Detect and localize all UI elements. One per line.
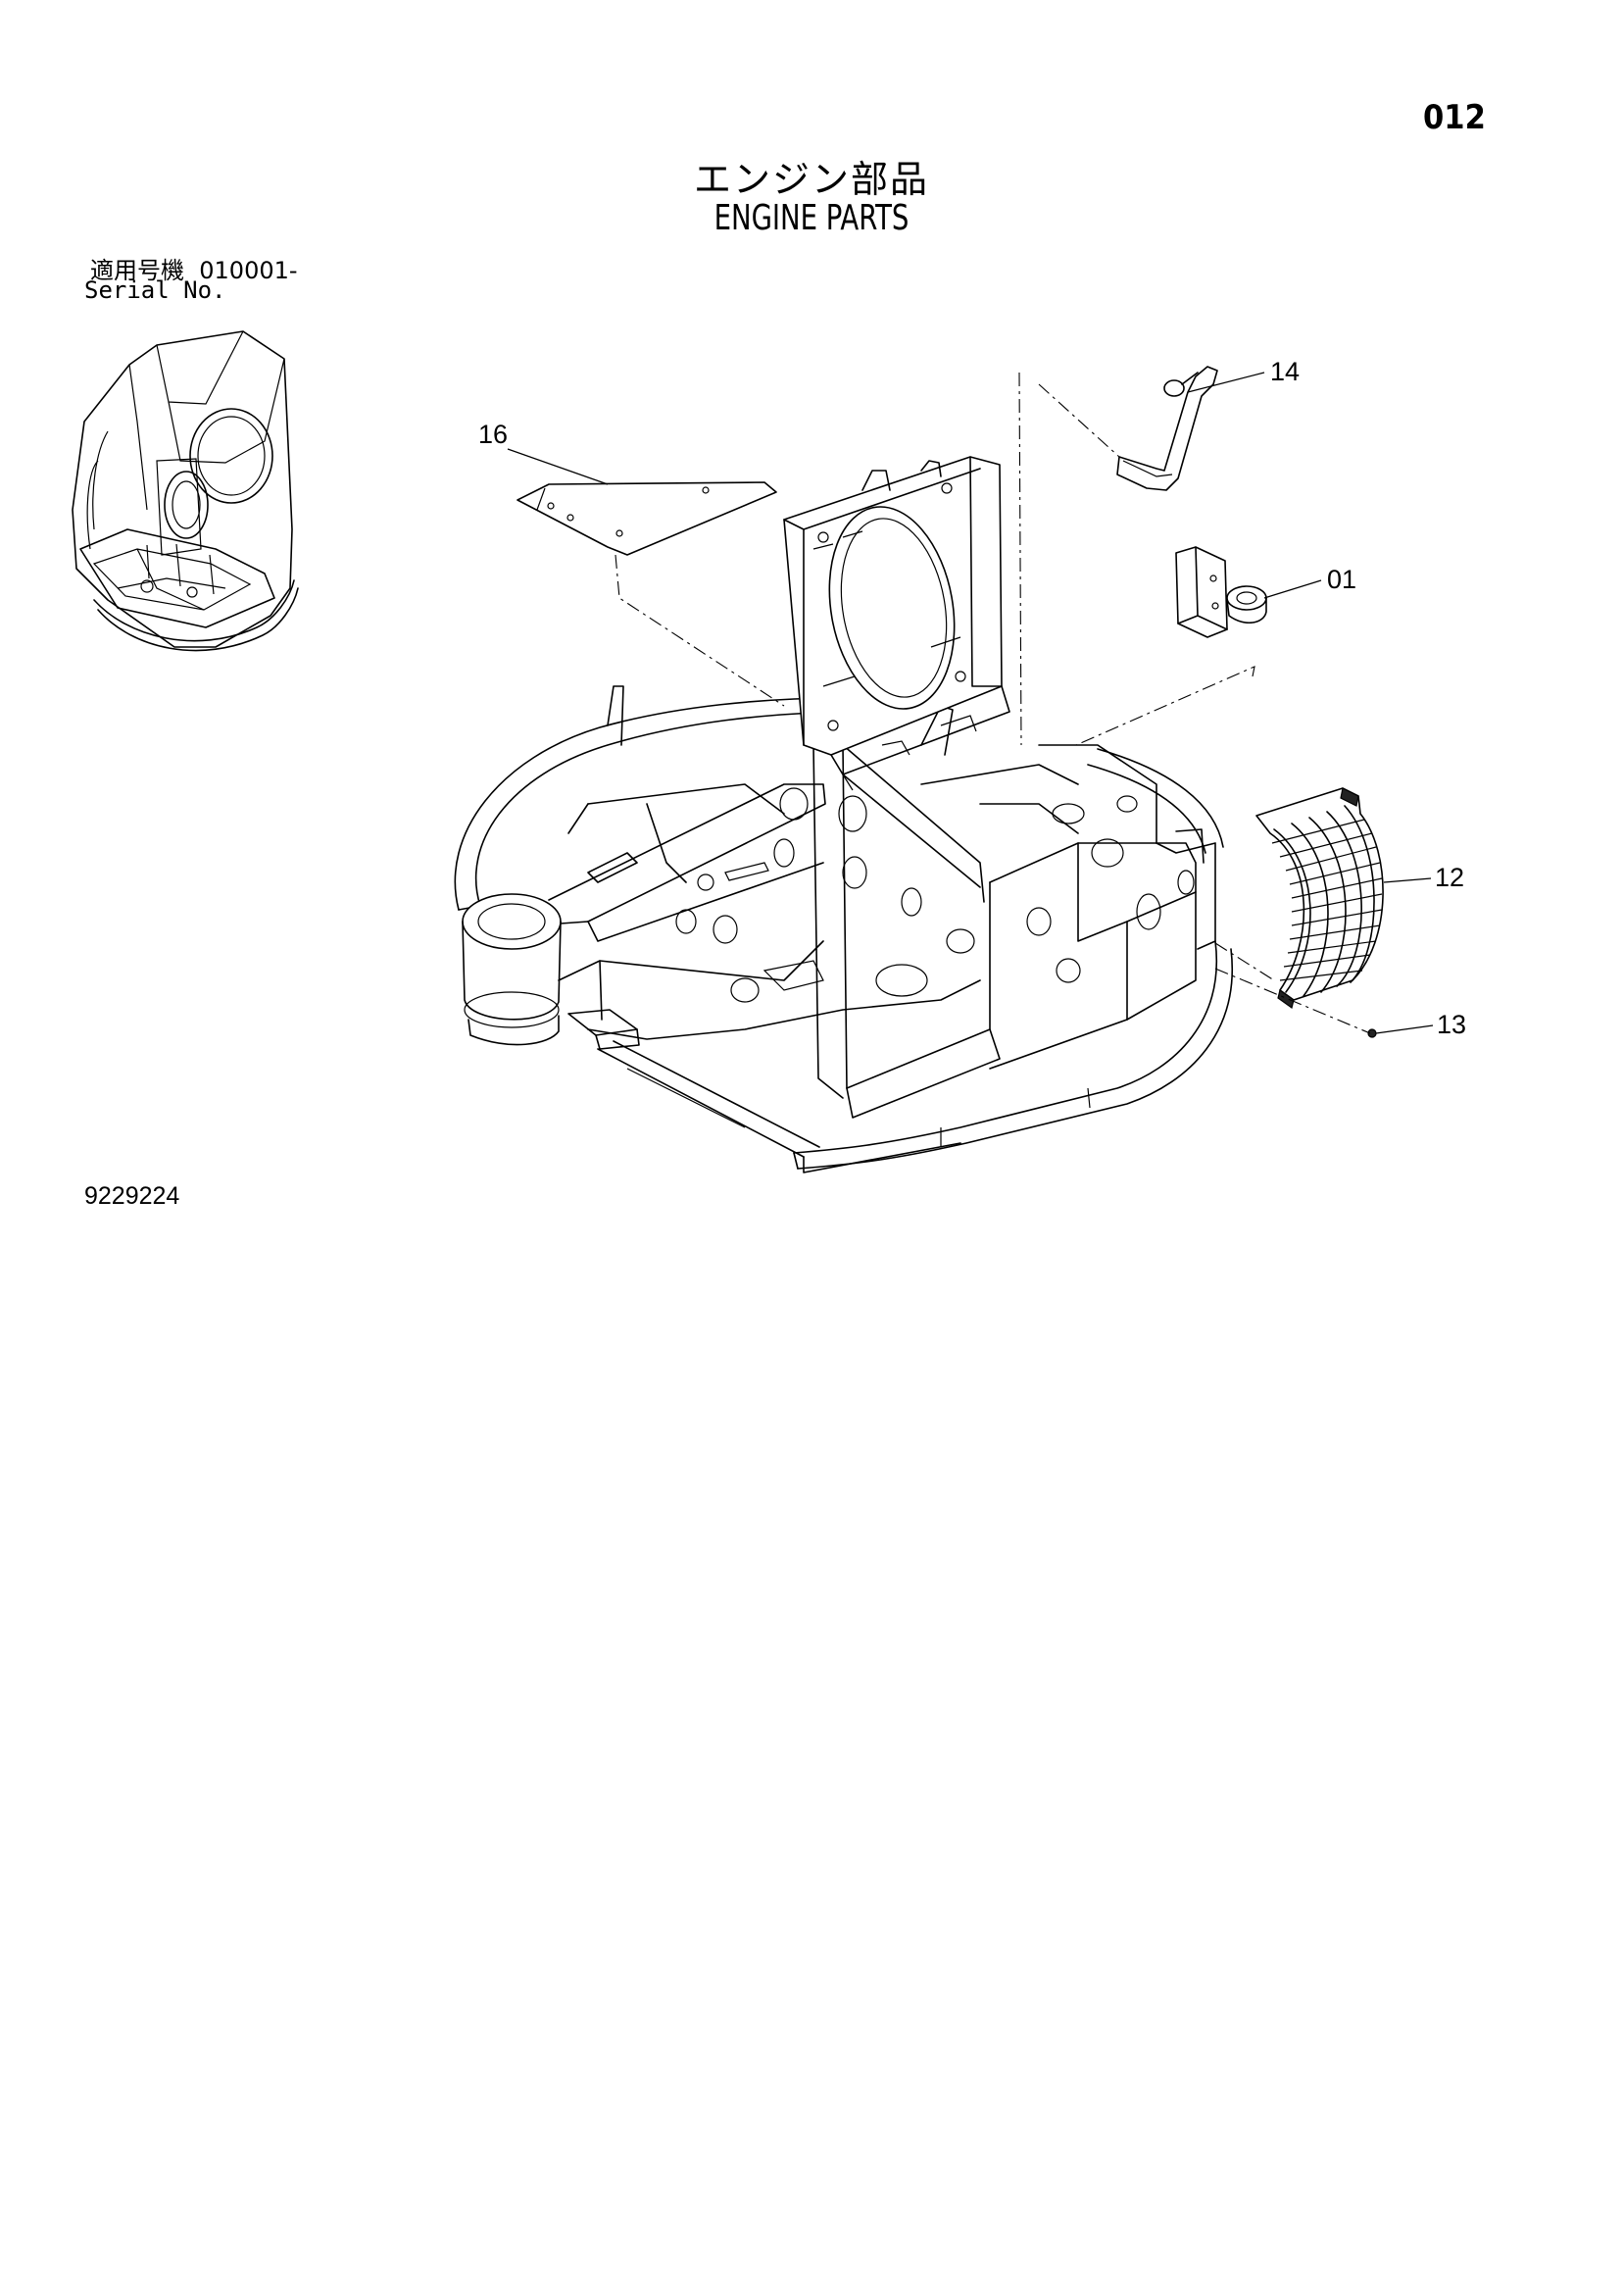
serial-label-japanese: 適用号機 (90, 257, 184, 284)
page-number: 012 (1423, 98, 1486, 137)
page-title-japanese: エンジン部品 (693, 158, 929, 201)
leader-13 (1376, 1025, 1433, 1033)
serial-applicability: 適用号機 010001- (90, 251, 298, 285)
part-12-fan-guard (1256, 788, 1383, 1008)
callout-14: 14 (1270, 357, 1301, 386)
callout-16: 16 (478, 420, 509, 449)
callout-leaders (508, 373, 1433, 1033)
callout-01: 01 (1327, 565, 1357, 594)
radiator-shroud-assembly (784, 457, 1009, 790)
assembly-guide-lines (615, 373, 1370, 1033)
upper-frame-assembly (455, 686, 1232, 1173)
callout-13: 13 (1437, 1010, 1467, 1039)
drawing-number: 9229224 (84, 1182, 180, 1210)
leader-12 (1384, 878, 1431, 882)
leader-14 (1188, 373, 1264, 392)
serial-label-english: Serial No. (84, 276, 226, 304)
part-16-plate (517, 482, 776, 555)
serial-range: 010001- (199, 257, 298, 284)
part-01-bracket (1176, 547, 1266, 637)
leader-01 (1264, 580, 1321, 598)
callout-12: 12 (1435, 863, 1465, 892)
page-title-english: ENGINE PARTS (713, 198, 910, 238)
machine-overview-thumbnail (73, 331, 298, 651)
leader-16 (508, 449, 608, 484)
part-14-pipe (1117, 367, 1217, 490)
